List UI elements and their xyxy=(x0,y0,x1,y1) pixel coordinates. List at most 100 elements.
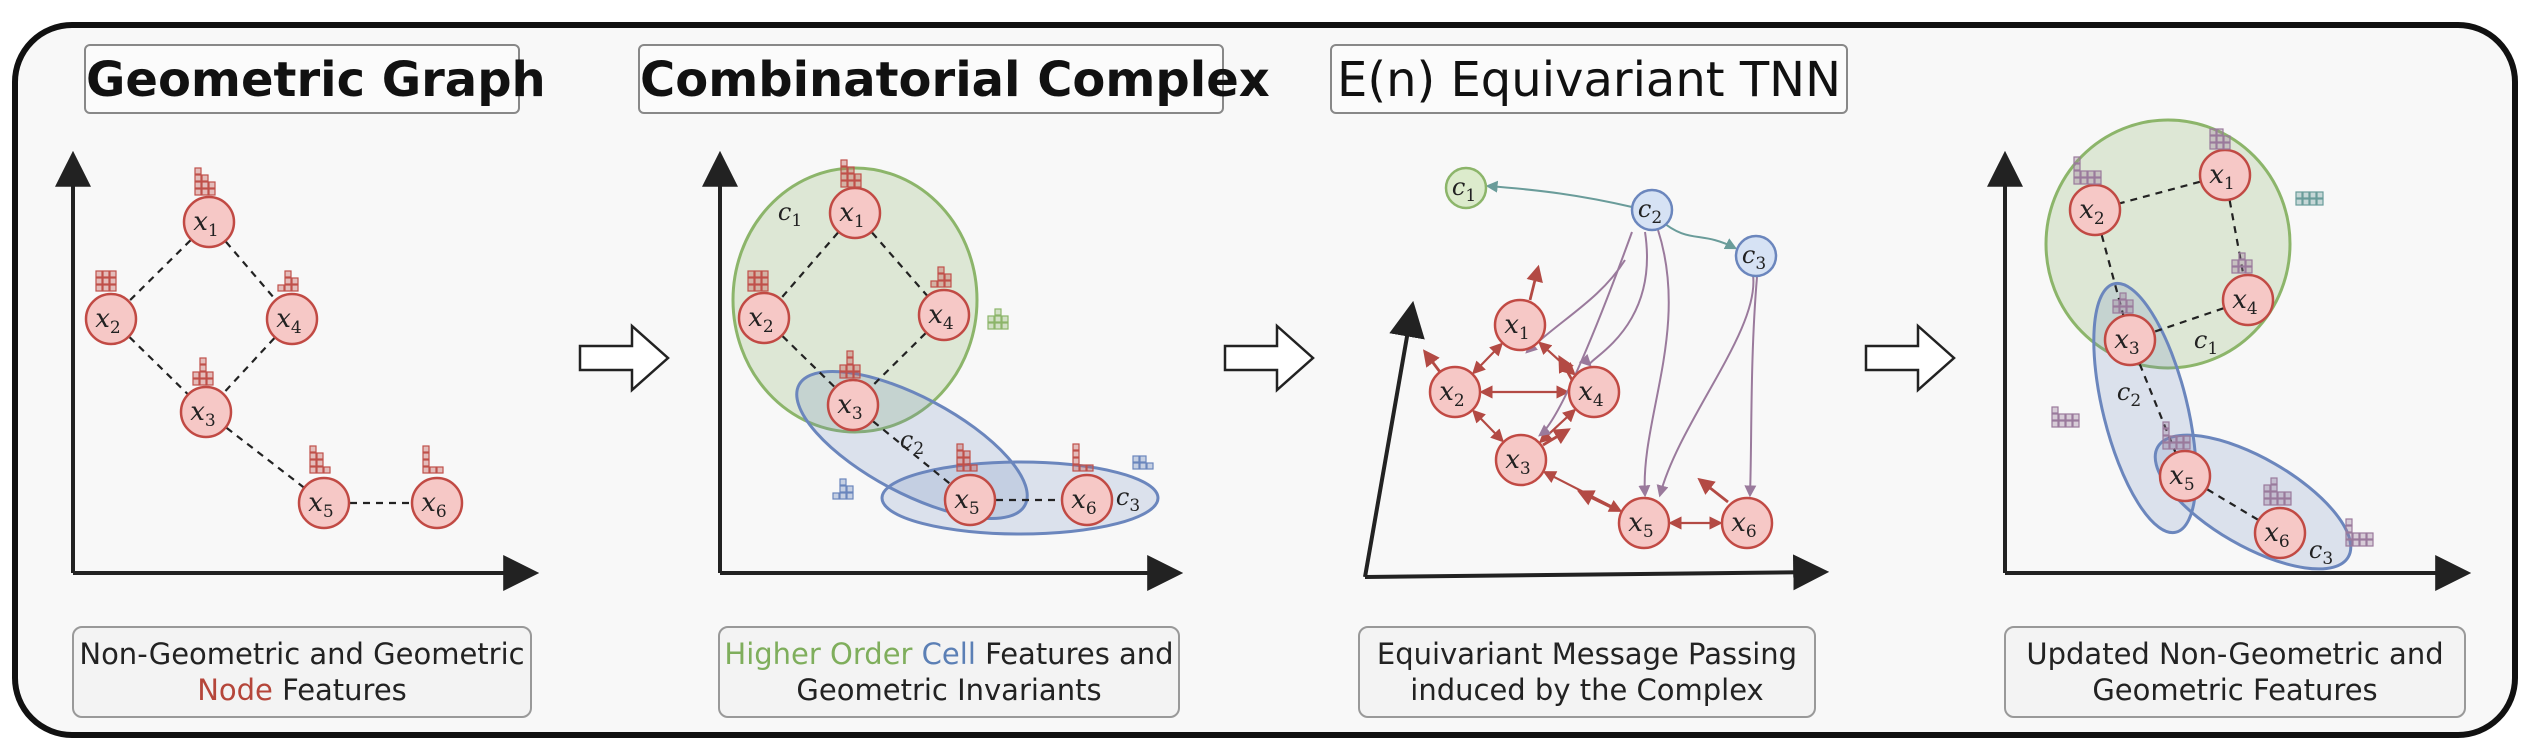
panel-2-feature-x5-cell xyxy=(970,464,978,472)
panel-2-feature-c1-cell xyxy=(987,322,995,330)
panel-2-feature-c3-cell xyxy=(1132,462,1140,470)
caption-panel-3: Equivariant Message Passing induced by t… xyxy=(1358,626,1816,718)
caption-2-features-and: Features and xyxy=(975,637,1174,671)
panel-3-node-x3-label: x3 xyxy=(1505,445,1531,479)
panel-2-feature-x1-cell xyxy=(840,180,848,188)
panel-4-feature-x4 xyxy=(2231,252,2253,274)
panel-2-node-x3-circle xyxy=(826,378,880,432)
panel-4-feature-c2-cell xyxy=(2058,413,2066,421)
arrow-panel-2-to-3 xyxy=(1223,323,1315,393)
panel-4-feature-c1-cell xyxy=(2302,198,2310,206)
panel-3-node-x4-circle xyxy=(1567,365,1621,419)
panel-2-feature-c1 xyxy=(987,308,1009,330)
panel-4-feature-c1-cell xyxy=(2309,198,2317,206)
panel-4-node-x2-circle xyxy=(2068,183,2122,237)
panel-2-node-x1-label: x1 xyxy=(839,198,865,232)
panel-2-node-x4-circle xyxy=(917,288,971,342)
panel-1-feature-x3-cell xyxy=(206,371,214,379)
panel-4-feature-c3 xyxy=(2345,518,2374,547)
panel-1-feature-x3-cell xyxy=(206,378,214,386)
panel-2-feature-x4-cell xyxy=(937,280,945,288)
panel-3-cell-c1-label: c1 xyxy=(1452,173,1476,206)
panel-2-node-x6-circle xyxy=(1060,473,1114,527)
panel-4-feature-c2-cell xyxy=(2065,413,2073,421)
panel-1-feature-x3-cell xyxy=(192,378,200,386)
panel-2-edge-x1-x2 xyxy=(763,212,856,319)
panel-1-feature-x5-cell xyxy=(309,452,317,460)
panel-4-feature-x6-cell xyxy=(2270,498,2278,506)
panel-2-feature-x1-cell xyxy=(840,173,848,181)
panel-title-geometric-graph: Geometric Graph xyxy=(84,44,546,114)
panel-1-feature-x6-cell xyxy=(422,452,430,460)
panel-2-feature-x6-cell xyxy=(1072,457,1080,465)
panel-1-node-x1-circle xyxy=(182,195,236,249)
panel-2-feature-x5 xyxy=(956,443,978,472)
panel-1-feature-x6-cell xyxy=(436,466,444,474)
panel-4-feature-x2-cell xyxy=(2087,177,2095,185)
caption-4-line-1: Updated Non-Geometric and xyxy=(2026,637,2444,671)
panel-title-combinatorial-complex: Combinatorial Complex xyxy=(638,44,1270,114)
panel-1-feature-x3 xyxy=(192,357,214,386)
panel-4-feature-x1-cell xyxy=(2209,128,2217,136)
panel-3-cell-c3-label: c3 xyxy=(1742,241,1766,274)
panel-1-feature-x2-cell xyxy=(95,277,103,285)
panel-4-feature-c1-cell xyxy=(2295,198,2303,206)
panel-4-feature-x2-cell xyxy=(2080,170,2088,178)
panel-4-feature-c3-cell xyxy=(2366,539,2374,547)
panel-1-feature-x3-cell xyxy=(192,371,200,379)
panel-3-node-x3-circle xyxy=(1494,433,1548,487)
panel-4-feature-c2-cell xyxy=(2065,420,2073,428)
panel-2-feature-x1-cell xyxy=(840,159,848,167)
panel-3-node-x4-label: x4 xyxy=(1578,377,1604,411)
panel-3-vector-x3 xyxy=(1542,428,1571,447)
panel-4-feature-c1-cell xyxy=(2309,191,2317,199)
panel-4-feature-c1 xyxy=(2295,191,2324,206)
panel-1-feature-x5-cell xyxy=(316,466,324,474)
panel-2-feature-x3-cell xyxy=(839,371,847,379)
panel-4-feature-c3-cell xyxy=(2345,539,2353,547)
panel-3-message-c2-to-x3 xyxy=(1538,231,1633,437)
panel-3-vector-x2 xyxy=(1422,349,1442,373)
panel-4-node-x1-circle xyxy=(2198,148,2252,202)
panel-4-edge-x2-x3 xyxy=(2093,209,2132,341)
panel-3-node-x1-circle xyxy=(1493,298,1547,352)
panel-1-feature-x5-cell xyxy=(316,459,324,467)
panel-1-node-x4-circle xyxy=(265,292,319,346)
panel-2-feature-x1-cell xyxy=(854,173,862,181)
panel-2-feature-x3-cell xyxy=(846,364,854,372)
panel-3-node-x6-circle xyxy=(1720,496,1774,550)
panel-3-vector-x4 xyxy=(1558,355,1574,381)
panel-4-feature-x1-cell xyxy=(2216,128,2224,136)
panel-4-feature-c2-cell xyxy=(2072,413,2080,421)
panel-4-feature-x1-cell xyxy=(2209,142,2217,150)
panel-2-feature-x3-cell xyxy=(839,364,847,372)
arrow-panel-3-to-4 xyxy=(1864,323,1956,393)
panel-4-feature-x3 xyxy=(2112,292,2134,314)
panel-2-feature-x1-cell xyxy=(847,173,855,181)
caption-2-line-2: Geometric Invariants xyxy=(796,673,1102,707)
panel-4-feature-x6-cell xyxy=(2270,477,2278,485)
panel-3-message-c3-to-x5 xyxy=(1656,274,1755,498)
panel-1-feature-x1-cell xyxy=(201,188,209,196)
panel-2-feature-x4-cell xyxy=(944,280,952,288)
panel-2-feature-c2-cell xyxy=(839,478,847,486)
panel-1-feature-x3-cell xyxy=(199,357,207,365)
panel-1-feature-x2-cell xyxy=(102,270,110,278)
panel-3-node-x6-label: x6 xyxy=(1731,508,1757,542)
panel-4-label-c3: c3 xyxy=(2309,536,2333,569)
panel-4-feature-x4-cell xyxy=(2238,259,2246,267)
panel-1-feature-x4-cell xyxy=(284,270,292,278)
panel-1-node-x2-label: x2 xyxy=(95,304,121,338)
panel-1-feature-x2-cell xyxy=(109,270,117,278)
panel-2-feature-x1-cell xyxy=(847,166,855,174)
panel-4-feature-x6-cell xyxy=(2270,491,2278,499)
panel-4-feature-x6-cell xyxy=(2284,491,2292,499)
panel-1-feature-x6-cell xyxy=(422,459,430,467)
panel-4-feature-c3-cell xyxy=(2345,532,2353,540)
panel-2-feature-x3-cell xyxy=(846,357,854,365)
panel-2-feature-x4-cell xyxy=(937,266,945,274)
panel-2-feature-c3-cell xyxy=(1132,455,1140,463)
panel-2-feature-x6-cell xyxy=(1072,464,1080,472)
panel-1-feature-x5-cell xyxy=(309,445,317,453)
